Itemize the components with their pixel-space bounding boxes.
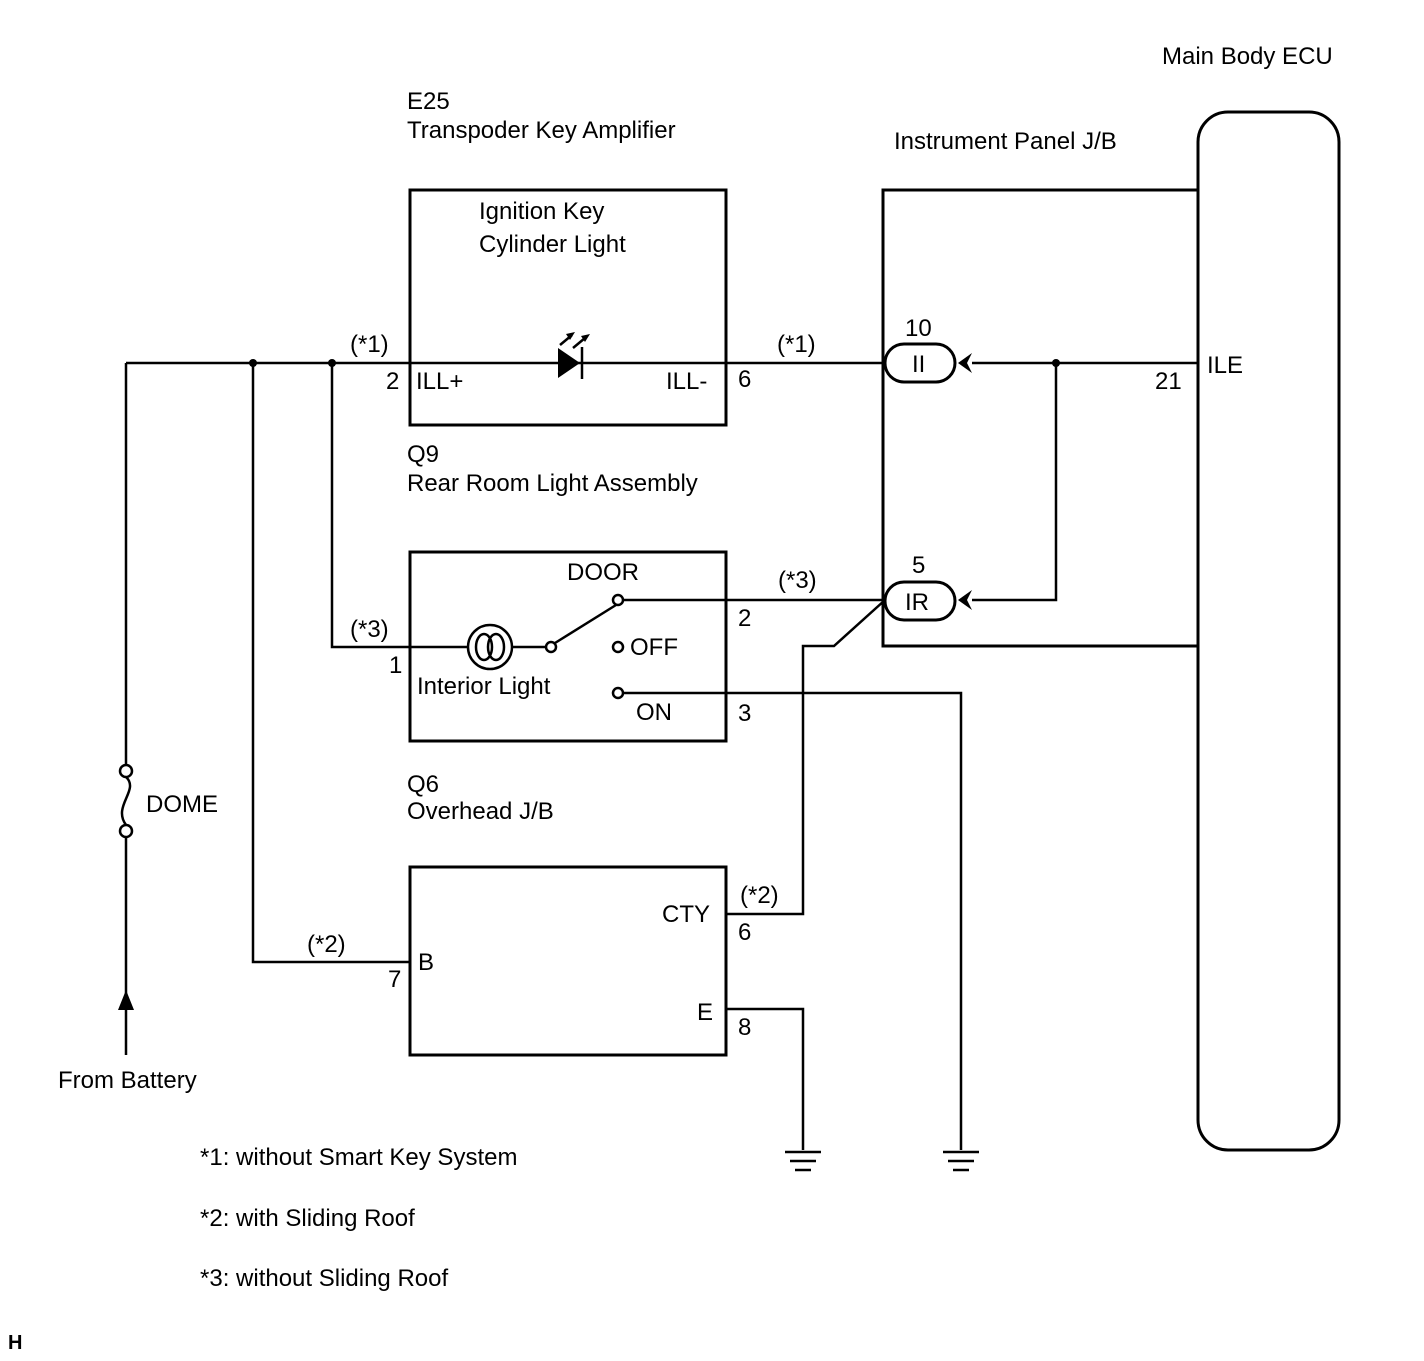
q6-pin-e-number: 8 bbox=[738, 1014, 751, 1041]
q9-door-label: DOOR bbox=[567, 559, 639, 586]
connector-ir-label: IR bbox=[905, 589, 929, 616]
q6-pin-cty-name: CTY bbox=[662, 901, 710, 928]
jb-outline bbox=[881, 188, 1198, 648]
wire-to-q6-b bbox=[251, 363, 410, 964]
arrow-up-icon bbox=[118, 990, 134, 1010]
wire-to-q9 bbox=[330, 363, 410, 649]
jb-title: Instrument Panel J/B bbox=[894, 128, 1117, 155]
corner-mark: H bbox=[8, 1332, 22, 1354]
q9-code: Q9 bbox=[407, 441, 439, 468]
e25-code: E25 bbox=[407, 88, 450, 115]
connector-ir-arrow bbox=[958, 590, 972, 610]
e25-pin-in-name: ILL+ bbox=[416, 368, 463, 395]
fuse-icon bbox=[118, 763, 134, 839]
connector-ii-arrow bbox=[958, 353, 972, 373]
e25-pin-out-name: ILL- bbox=[666, 368, 707, 395]
e25-pin-out-number: 6 bbox=[738, 366, 751, 393]
e25-box bbox=[408, 188, 728, 427]
q9-light-label: Interior Light bbox=[417, 673, 551, 700]
note-3: *3: without Sliding Roof bbox=[200, 1265, 448, 1292]
ground-icon-2 bbox=[943, 1150, 979, 1172]
ecu-pin-number: 21 bbox=[1155, 368, 1182, 395]
e25-inner-label-2: Cylinder Light bbox=[479, 231, 626, 258]
e25-pin-in-number: 2 bbox=[386, 368, 399, 395]
wire-note-1a: (*1) bbox=[350, 331, 389, 358]
ecu-pin-name: ILE bbox=[1207, 352, 1243, 379]
q9-name: Rear Room Light Assembly bbox=[407, 470, 698, 497]
q9-off-label: OFF bbox=[630, 634, 678, 661]
q6-pin-cty-number: 6 bbox=[738, 919, 751, 946]
connector-ii-number: 10 bbox=[905, 315, 932, 342]
wire-cty-to-ir bbox=[726, 599, 886, 916]
fuse-label: DOME bbox=[146, 791, 218, 818]
note-2: *2: with Sliding Roof bbox=[200, 1205, 415, 1232]
connector-ir-number: 5 bbox=[912, 552, 925, 579]
q9-pin2: 2 bbox=[738, 605, 751, 632]
q6-pin-b-name: B bbox=[418, 949, 434, 976]
q6-pin-b-number: 7 bbox=[388, 966, 401, 993]
ground-icon-1 bbox=[785, 1150, 821, 1172]
q6-name: Overhead J/B bbox=[407, 798, 554, 825]
note-1: *1: without Smart Key System bbox=[200, 1144, 517, 1171]
wire-note-1b: (*1) bbox=[777, 331, 816, 358]
junction-jb bbox=[1052, 359, 1060, 367]
wire-e-ground bbox=[726, 1007, 805, 1150]
wire-jb-loop bbox=[972, 363, 1058, 602]
led-icon bbox=[558, 332, 590, 379]
q6-code: Q6 bbox=[407, 771, 439, 798]
source-label: From Battery bbox=[58, 1067, 197, 1094]
wire-note-2a: (*2) bbox=[307, 931, 346, 958]
q9-pin3: 3 bbox=[738, 700, 751, 727]
bulb-icon bbox=[466, 623, 514, 671]
ecu-body bbox=[1196, 110, 1341, 1152]
switch-icon bbox=[544, 593, 625, 700]
wire-note-3a: (*3) bbox=[350, 616, 389, 643]
q6-pin-e-name: E bbox=[697, 999, 713, 1026]
e25-name: Transpoder Key Amplifier bbox=[407, 117, 676, 144]
q9-on-label: ON bbox=[636, 699, 672, 726]
q9-pin1: 1 bbox=[389, 652, 402, 679]
connector-ii-label: II bbox=[912, 351, 925, 378]
q6-box bbox=[408, 865, 728, 1057]
wire-note-2b: (*2) bbox=[740, 882, 779, 909]
wire-on-ground bbox=[726, 691, 963, 1150]
e25-inner-label-1: Ignition Key bbox=[479, 198, 604, 225]
ecu-title: Main Body ECU bbox=[1162, 43, 1333, 70]
wire-note-3b: (*3) bbox=[778, 567, 817, 594]
